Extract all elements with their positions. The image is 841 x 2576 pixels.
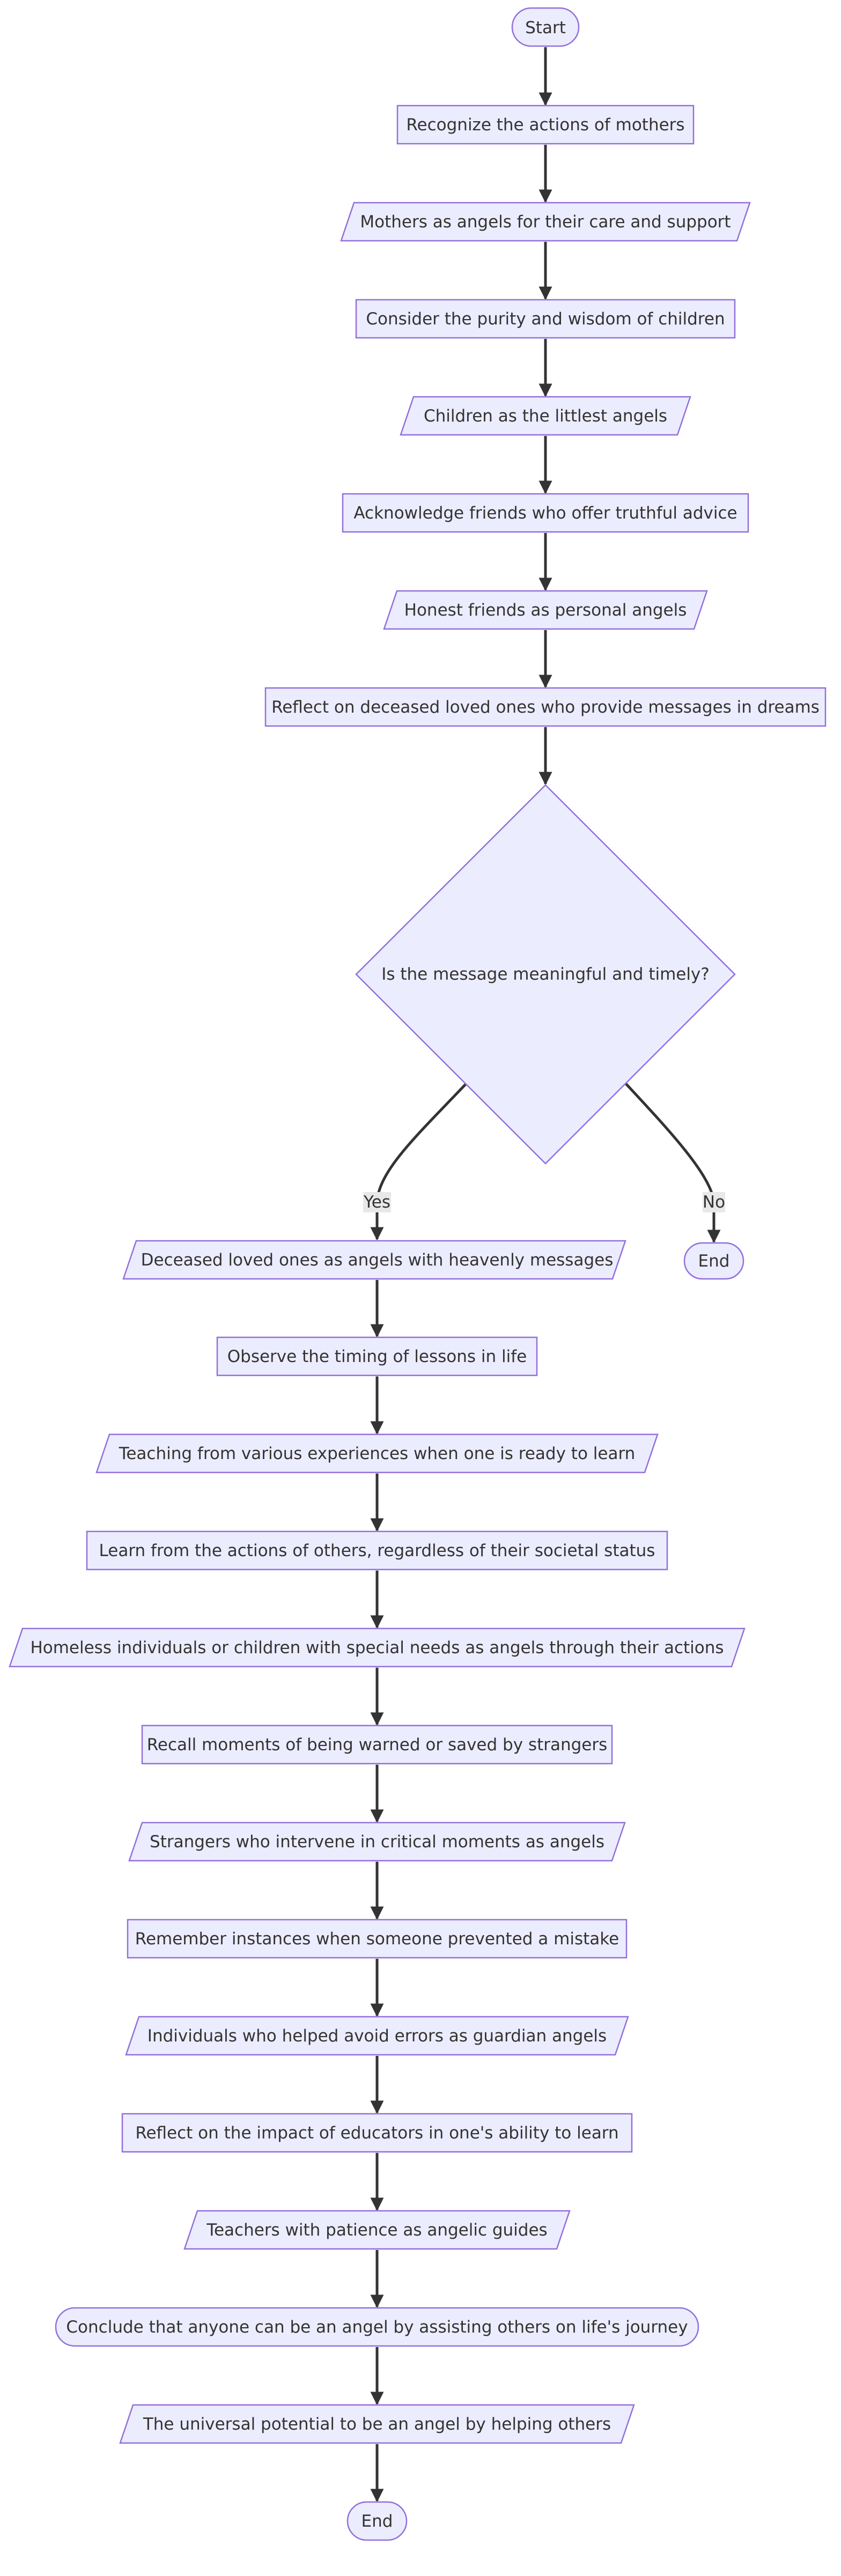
node-truthful-friends-label: Acknowledge friends who offer truthful a… <box>353 504 737 523</box>
node-prevented-mistake-label: Remember instances when someone prevente… <box>135 1929 619 1949</box>
node-littlest-angels: Children as the littlest angels <box>400 396 691 436</box>
node-actions-others: Learn from the actions of others, regard… <box>86 1530 668 1571</box>
node-educators-impact-label: Reflect on the impact of educators in on… <box>135 2123 618 2143</box>
node-prevented-mistake: Remember instances when someone prevente… <box>127 1919 628 1959</box>
node-angelic-guides-label: Teachers with patience as angelic guides <box>206 2220 547 2240</box>
node-truthful-friends: Acknowledge friends who offer truthful a… <box>342 493 749 533</box>
edge-decision-no <box>624 1082 721 1243</box>
node-deceased-angels-label: Deceased loved ones as angels with heave… <box>141 1250 614 1270</box>
node-mothers-angels: Mothers as angels for their care and sup… <box>340 202 751 242</box>
node-strangers-angels: Strangers who intervene in critical mome… <box>128 1822 626 1862</box>
decision-meaningful-timely: Is the message meaningful and timely? <box>355 784 736 1165</box>
edge-label-yes: Yes <box>363 1192 391 1212</box>
node-strangers-angels-label: Strangers who intervene in critical mome… <box>150 1832 604 1852</box>
node-warned-strangers: Recall moments of being warned or saved … <box>141 1724 613 1765</box>
node-children-purity-label: Consider the purity and wisdom of childr… <box>366 309 725 329</box>
node-children-purity: Consider the purity and wisdom of childr… <box>355 299 736 339</box>
node-teaching-experiences-label: Teaching from various experiences when o… <box>119 1444 636 1463</box>
node-honest-friends-label: Honest friends as personal angels <box>404 601 687 620</box>
node-end-no-label: End <box>698 1252 730 1271</box>
node-guardian-angels: Individuals who helped avoid errors as g… <box>125 2016 629 2056</box>
node-homeless-special-needs-label: Homeless individuals or children with sp… <box>30 1638 724 1657</box>
decision-meaningful-timely-label: Is the message meaningful and timely? <box>381 965 710 984</box>
node-mothers-angels-label: Mothers as angels for their care and sup… <box>360 212 731 232</box>
node-universal-potential-label: The universal potential to be an angel b… <box>143 2415 611 2434</box>
edge-label-yes-text: Yes <box>363 1193 390 1212</box>
node-end: End <box>346 2501 408 2541</box>
node-anyone-angel: Conclude that anyone can be an angel by … <box>55 2307 699 2347</box>
node-recognize-mothers: Recognize the actions of mothers <box>396 105 695 145</box>
node-homeless-special-needs: Homeless individuals or children with sp… <box>9 1627 746 1668</box>
node-warned-strangers-label: Recall moments of being warned or saved … <box>147 1735 608 1755</box>
node-teaching-experiences: Teaching from various experiences when o… <box>95 1433 659 1474</box>
node-recognize-mothers-label: Recognize the actions of mothers <box>406 115 684 135</box>
node-littlest-angels-label: Children as the littlest angels <box>424 406 667 426</box>
node-start: Start <box>511 7 580 47</box>
node-deceased-dreams-label: Reflect on deceased loved ones who provi… <box>271 698 820 717</box>
node-actions-others-label: Learn from the actions of others, regard… <box>99 1541 655 1560</box>
node-end-label: End <box>362 2512 393 2531</box>
node-timing-lessons-label: Observe the timing of lessons in life <box>227 1347 527 1366</box>
edge-decision-yes <box>370 1082 468 1241</box>
node-deceased-dreams: Reflect on deceased loved ones who provi… <box>264 687 827 727</box>
node-guardian-angels-label: Individuals who helped avoid errors as g… <box>147 2026 607 2046</box>
node-angelic-guides: Teachers with patience as angelic guides <box>183 2210 571 2250</box>
node-educators-impact: Reflect on the impact of educators in on… <box>121 2113 633 2153</box>
node-end-no: End <box>683 1242 744 1280</box>
edge-label-no: No <box>703 1192 725 1212</box>
node-anyone-angel-label: Conclude that anyone can be an angel by … <box>66 2318 688 2337</box>
edge-label-no-text: No <box>703 1193 725 1212</box>
node-honest-friends: Honest friends as personal angels <box>383 590 708 630</box>
node-start-label: Start <box>525 18 566 38</box>
node-universal-potential: The universal potential to be an angel b… <box>119 2404 635 2444</box>
node-deceased-angels: Deceased loved ones as angels with heave… <box>122 1240 626 1280</box>
node-timing-lessons: Observe the timing of lessons in life <box>216 1336 538 1376</box>
